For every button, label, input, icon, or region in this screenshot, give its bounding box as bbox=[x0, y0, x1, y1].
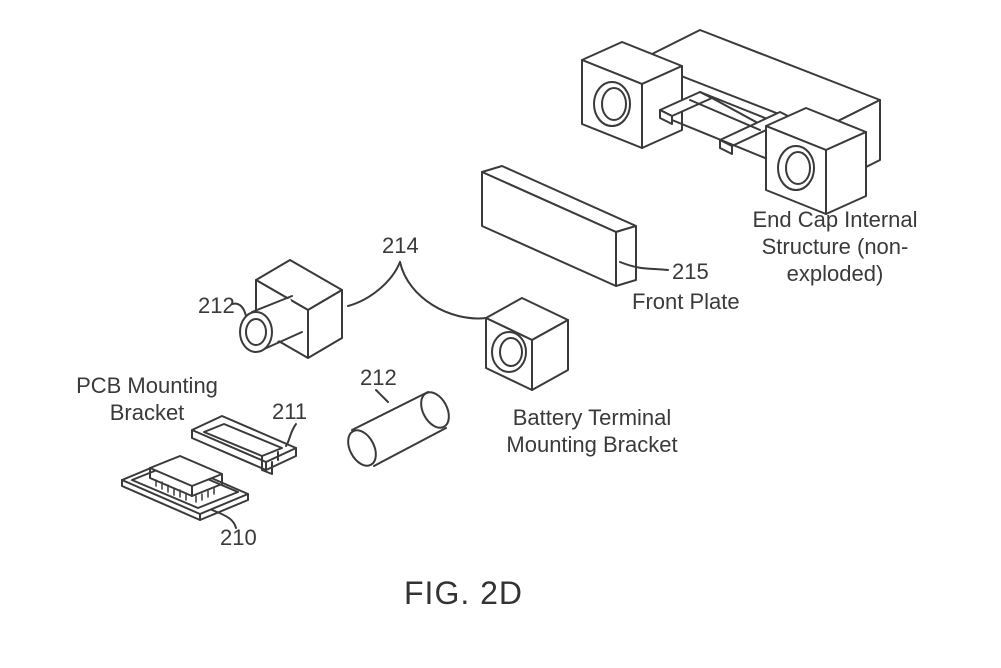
ref-214: 214 bbox=[382, 233, 419, 258]
ref-212-bottom: 212 bbox=[360, 365, 397, 390]
pcb-bracket-label: PCB Mounting Bracket bbox=[62, 372, 232, 426]
battery-bracket-label-line1: Battery Terminal bbox=[512, 405, 672, 430]
figure-caption: FIG. 2D bbox=[404, 575, 524, 611]
battery-terminal-bracket-with-contact bbox=[239, 259, 343, 359]
pcb-mounting-bracket bbox=[191, 415, 297, 475]
end-cap-left-cube bbox=[581, 41, 683, 149]
ref-210: 210 bbox=[220, 525, 257, 550]
front-plate bbox=[481, 165, 637, 287]
battery-bracket-label: Battery Terminal Mounting Bracket bbox=[492, 404, 692, 458]
battery-terminal-mounting-bracket bbox=[485, 297, 569, 391]
ref-211: 211 bbox=[272, 399, 308, 424]
battery-bracket-label-line2: Mounting Bracket bbox=[506, 432, 678, 457]
leader-210 bbox=[211, 509, 237, 529]
leader-212-bottom bbox=[375, 389, 389, 403]
end-cap-internal-structure bbox=[581, 29, 881, 215]
end-cap-label-line1: End Cap Internal bbox=[752, 207, 918, 232]
chip bbox=[149, 455, 223, 503]
battery-cylinder bbox=[347, 391, 450, 467]
leader-215 bbox=[619, 261, 669, 271]
pcb-bracket-label-line1: PCB Mounting bbox=[76, 373, 218, 398]
end-cap-right-cube bbox=[765, 107, 867, 215]
end-cap-label-line3: exploded) bbox=[786, 261, 884, 286]
pcb-bracket-label-line2: Bracket bbox=[109, 400, 185, 425]
ref-215: 215 bbox=[672, 259, 709, 284]
end-cap-label-line2: Structure (non- bbox=[761, 234, 909, 259]
leader-211 bbox=[285, 423, 297, 447]
leader-212-top bbox=[231, 302, 247, 317]
front-plate-label: Front Plate bbox=[632, 289, 740, 314]
ref-212-top: 212 bbox=[198, 293, 235, 318]
leader-214-right bbox=[399, 261, 487, 320]
leader-214-left bbox=[347, 261, 401, 307]
end-cap-label: End Cap Internal Structure (non- explode… bbox=[740, 206, 930, 287]
